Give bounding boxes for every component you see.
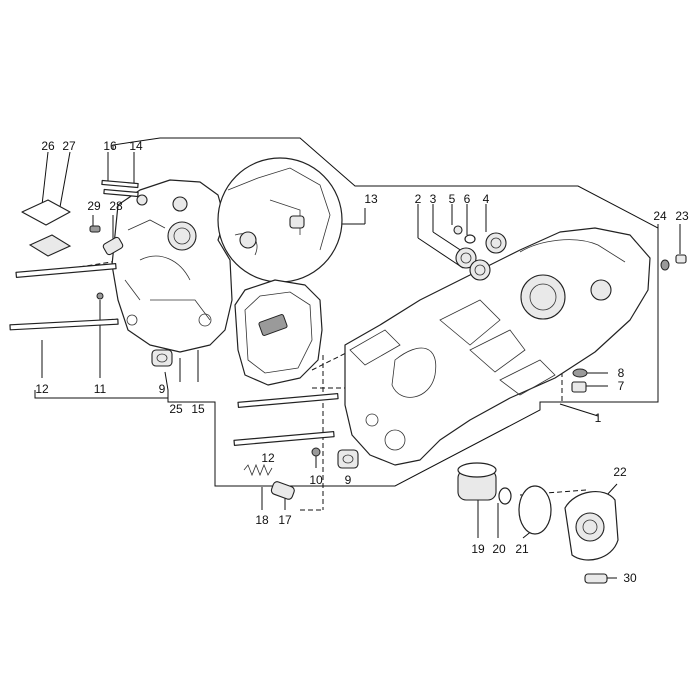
detail-magnifier-13 <box>217 157 343 283</box>
callout-c22: 22 <box>613 465 627 479</box>
callout-c11: 11 <box>94 382 107 396</box>
callout-c12b: 12 <box>261 451 275 465</box>
washer-24 <box>660 259 670 271</box>
callout-c8: 8 <box>618 366 625 380</box>
callout-c24: 24 <box>653 209 667 223</box>
filter-cover-22 <box>564 491 619 561</box>
oil-filter-19 <box>457 462 497 501</box>
screw-23 <box>675 254 687 264</box>
callout-c9b: 9 <box>345 473 352 487</box>
callout-c2: 2 <box>415 192 422 206</box>
o-ring-20 <box>498 487 512 505</box>
callout-c9a: 9 <box>159 382 166 396</box>
callout-c7: 7 <box>618 379 625 393</box>
reed-valve-25 <box>258 314 288 336</box>
callout-c1: 1 <box>595 411 602 425</box>
callout-c13: 13 <box>364 192 378 206</box>
bushing-9-left <box>151 349 173 367</box>
callout-c19: 19 <box>471 542 485 556</box>
callout-c27: 27 <box>62 139 76 153</box>
seal-27 <box>28 234 72 257</box>
stud-12-left <box>9 263 119 331</box>
spring-18 <box>243 463 273 477</box>
plug-7 <box>571 381 587 393</box>
callout-c5: 5 <box>449 192 456 206</box>
plug-10 <box>311 447 321 457</box>
callout-c20: 20 <box>492 542 506 556</box>
callout-c18: 18 <box>255 513 269 527</box>
crankcase-gasket-15 <box>234 279 323 386</box>
screw-11 <box>96 292 104 300</box>
callout-c26: 26 <box>41 139 55 153</box>
callout-c6: 6 <box>464 192 471 206</box>
callout-c3: 3 <box>430 192 437 206</box>
bolt-16-14 <box>101 179 139 198</box>
bearing-3 <box>469 259 491 281</box>
callout-c4: 4 <box>483 192 490 206</box>
plunger-17 <box>270 481 295 500</box>
bearing-4 <box>485 232 507 254</box>
callout-c15: 15 <box>191 402 205 416</box>
callout-c10: 10 <box>309 473 323 487</box>
callout-c12a: 12 <box>35 382 49 396</box>
main-crankcase <box>344 227 651 466</box>
left-crankcase-half <box>111 179 233 353</box>
callout-c23: 23 <box>675 209 689 223</box>
callout-c28: 28 <box>109 199 123 213</box>
callout-c21: 21 <box>515 542 529 556</box>
parts-28-29 <box>89 225 124 256</box>
callout-c25: 25 <box>169 402 183 416</box>
bushing-9-center <box>337 449 359 469</box>
callout-c16: 16 <box>103 139 117 153</box>
bearing-2 <box>455 247 477 269</box>
cover-26 <box>21 199 71 226</box>
callout-c29: 29 <box>87 199 101 213</box>
screw-5 <box>453 225 463 235</box>
washer-6 <box>464 234 476 244</box>
washer-8 <box>572 368 588 378</box>
callout-c30: 30 <box>623 571 637 585</box>
callout-c14: 14 <box>129 139 143 153</box>
callout-c17: 17 <box>278 513 292 527</box>
stud-12-center <box>233 393 339 446</box>
bolt-30 <box>584 573 608 584</box>
o-ring-21 <box>518 485 552 535</box>
